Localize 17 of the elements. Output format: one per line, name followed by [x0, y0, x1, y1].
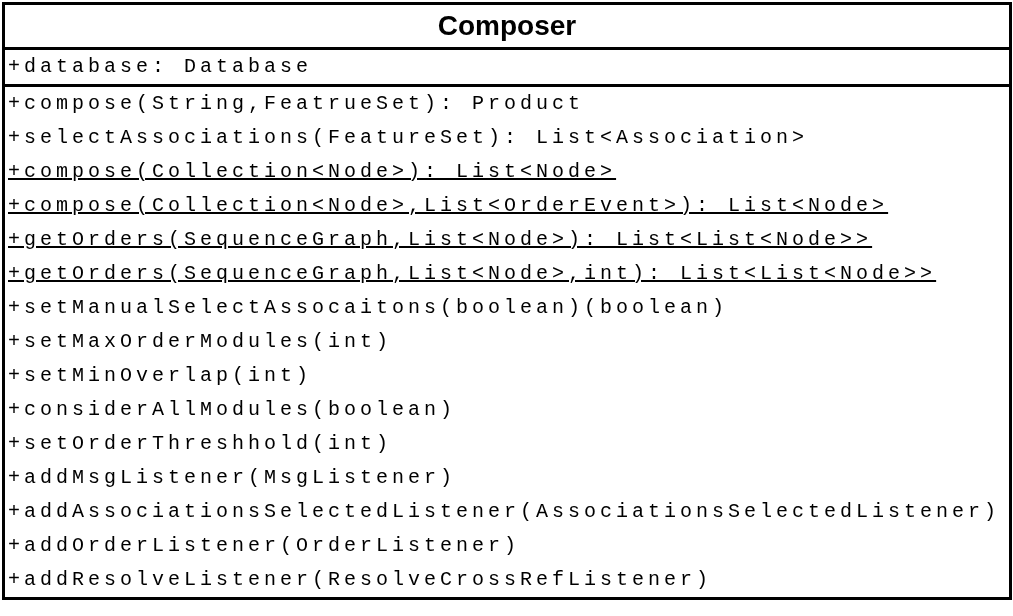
method-text: +setManualSelectAssocaitons(boolean)(boolean) [7, 295, 729, 321]
method-text: +addAssociationsSelectedListener(AssociationsSelectedListener) [7, 499, 1001, 525]
attribute-text: +database: Database [7, 54, 313, 80]
method-text: +selectAssociations(FeatureSet): List<Association> [7, 125, 809, 151]
static-method-text: +getOrders(SequenceGraph,List<Node>,int): List<List<Node>> [7, 261, 937, 287]
method-text: +considerAllModules(boolean) [7, 397, 457, 423]
method-text: +setMinOverlap(int) [7, 363, 313, 389]
static-method-text: +getOrders(SequenceGraph,List<Node>): List<List<Node>> [7, 227, 873, 253]
method-text: +setMaxOrderModules(int) [7, 329, 393, 355]
method-text: +setOrderThreshhold(int) [7, 431, 393, 457]
method-text: +addResolveListener(ResolveCrossRefListener) [7, 567, 713, 593]
static-method-text: +compose(Collection<Node>): List<Node> [7, 159, 617, 185]
static-method-text: +compose(Collection<Node>,List<OrderEvent>): List<Node> [7, 193, 889, 219]
method-text: +addOrderListener(OrderListener) [7, 533, 521, 559]
class-name: Composer [437, 10, 577, 42]
method-text: +addMsgListener(MsgListener) [7, 465, 457, 491]
method-text: +compose(String,FeatrueSet): Product [7, 91, 585, 117]
